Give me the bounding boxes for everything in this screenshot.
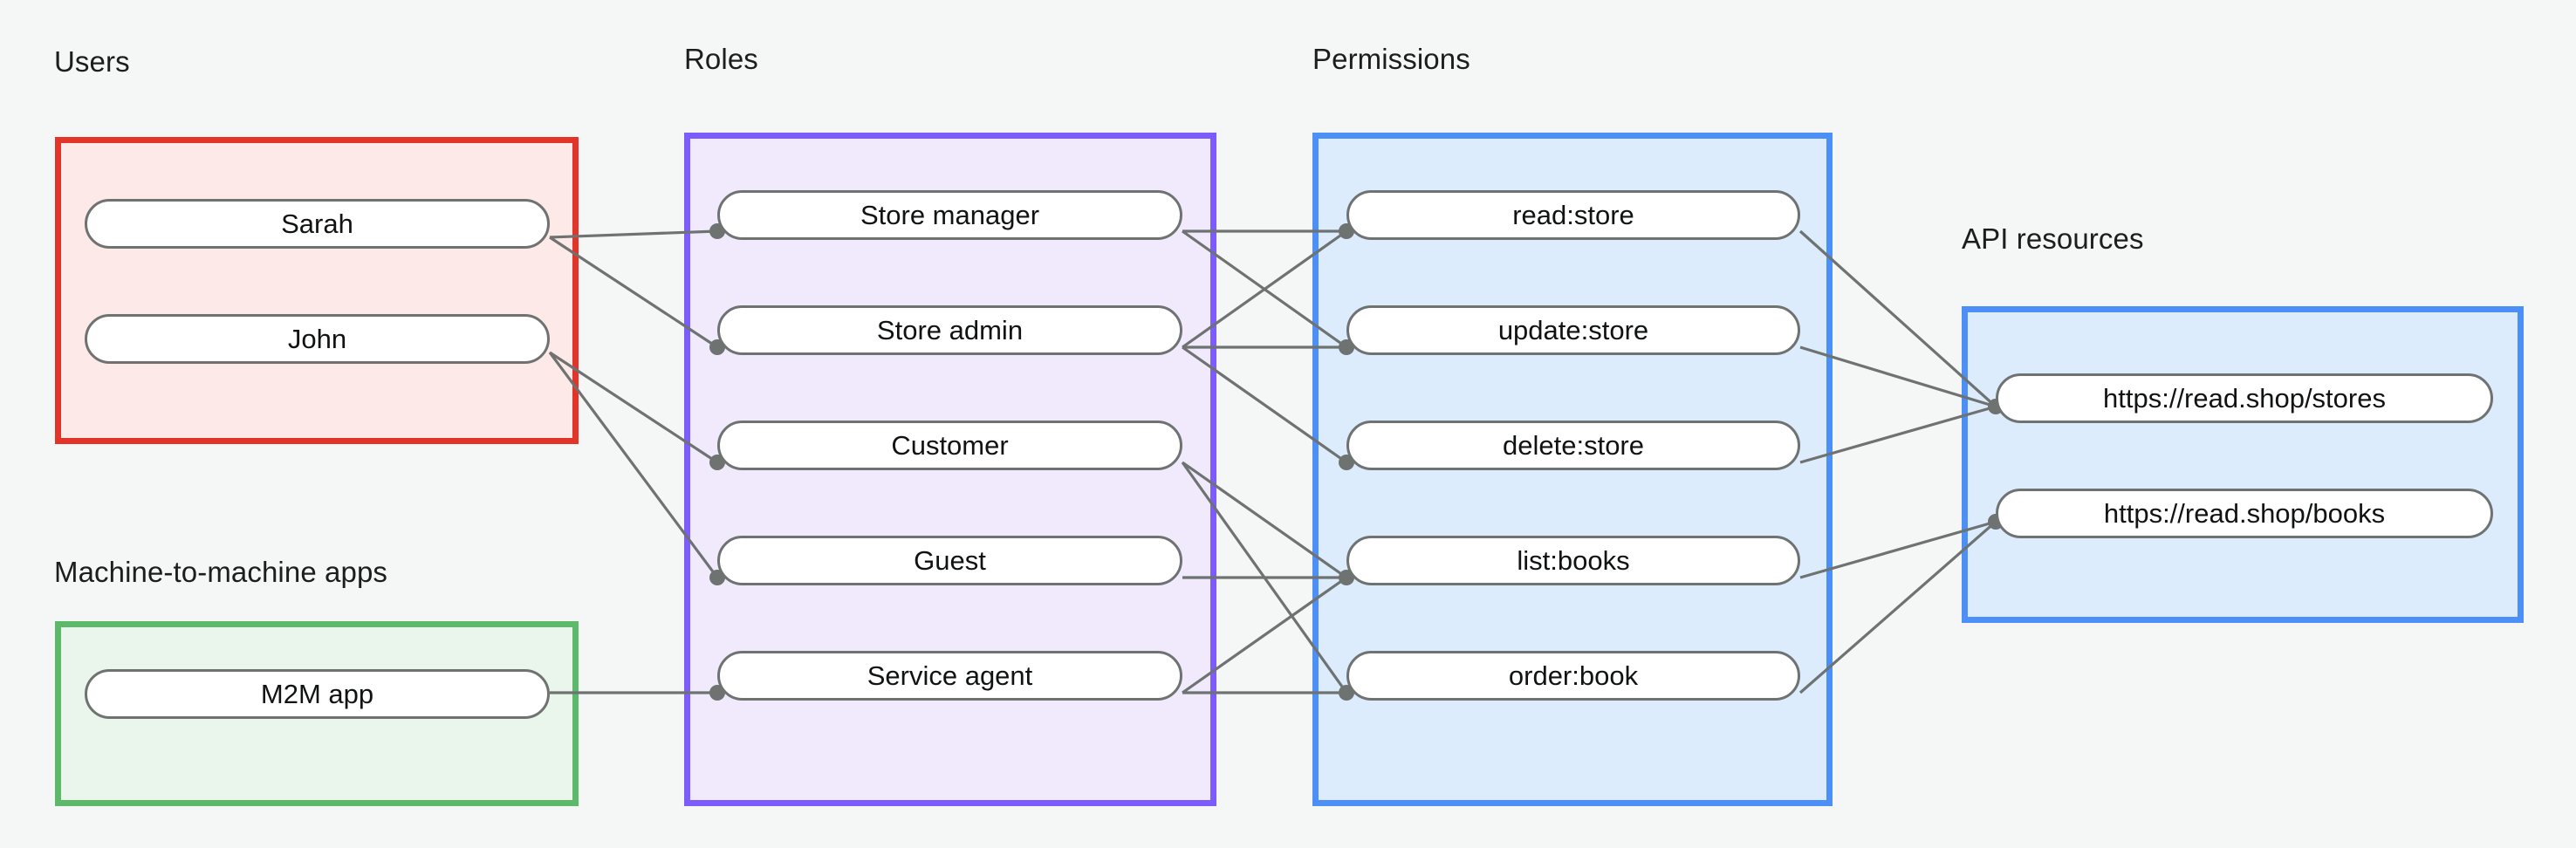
node-apibooks[interactable]: https://read.shop/books (1996, 489, 2493, 538)
node-label-readstore: read:store (1512, 199, 1634, 230)
group-title-m2m: Machine-to-machine apps (54, 556, 387, 588)
node-label-apibooks: https://read.shop/books (2103, 497, 2386, 529)
node-storemanager[interactable]: Store manager (717, 190, 1182, 240)
node-serviceagent[interactable]: Service agent (717, 651, 1182, 701)
node-label-updatestore: update:store (1497, 314, 1649, 345)
group-title-api: API resources (1962, 222, 2144, 255)
node-label-orderbook: order:book (1508, 660, 1639, 691)
node-readstore[interactable]: read:store (1346, 190, 1800, 240)
node-deletestore[interactable]: delete:store (1346, 421, 1800, 470)
node-label-storeadmin: Store admin (876, 314, 1024, 345)
node-label-guest: Guest (914, 544, 986, 576)
node-sarah[interactable]: Sarah (85, 199, 550, 249)
node-customer[interactable]: Customer (717, 421, 1182, 470)
node-label-listbooks: list:books (1517, 544, 1630, 576)
node-storeadmin[interactable]: Store admin (717, 305, 1182, 355)
group-title-users: Users (54, 45, 130, 78)
node-label-customer: Customer (891, 429, 1009, 461)
node-apistores[interactable]: https://read.shop/stores (1996, 373, 2493, 423)
group-box-api (1962, 306, 2524, 623)
group-title-roles: Roles (684, 43, 758, 75)
node-label-storemanager: Store manager (860, 199, 1040, 230)
node-label-john: John (287, 323, 347, 354)
node-label-m2mapp: M2M app (260, 678, 374, 709)
group-box-users (55, 137, 579, 444)
node-label-apistores: https://read.shop/stores (2103, 382, 2386, 414)
node-orderbook[interactable]: order:book (1346, 651, 1800, 701)
node-guest[interactable]: Guest (717, 536, 1182, 585)
node-john[interactable]: John (85, 314, 550, 364)
node-label-sarah: Sarah (281, 208, 353, 239)
group-title-permissions: Permissions (1312, 43, 1470, 75)
node-label-serviceagent: Service agent (867, 660, 1033, 691)
node-listbooks[interactable]: list:books (1346, 536, 1800, 585)
node-m2mapp[interactable]: M2M app (85, 669, 550, 719)
node-updatestore[interactable]: update:store (1346, 305, 1800, 355)
node-label-deletestore: delete:store (1503, 429, 1644, 461)
